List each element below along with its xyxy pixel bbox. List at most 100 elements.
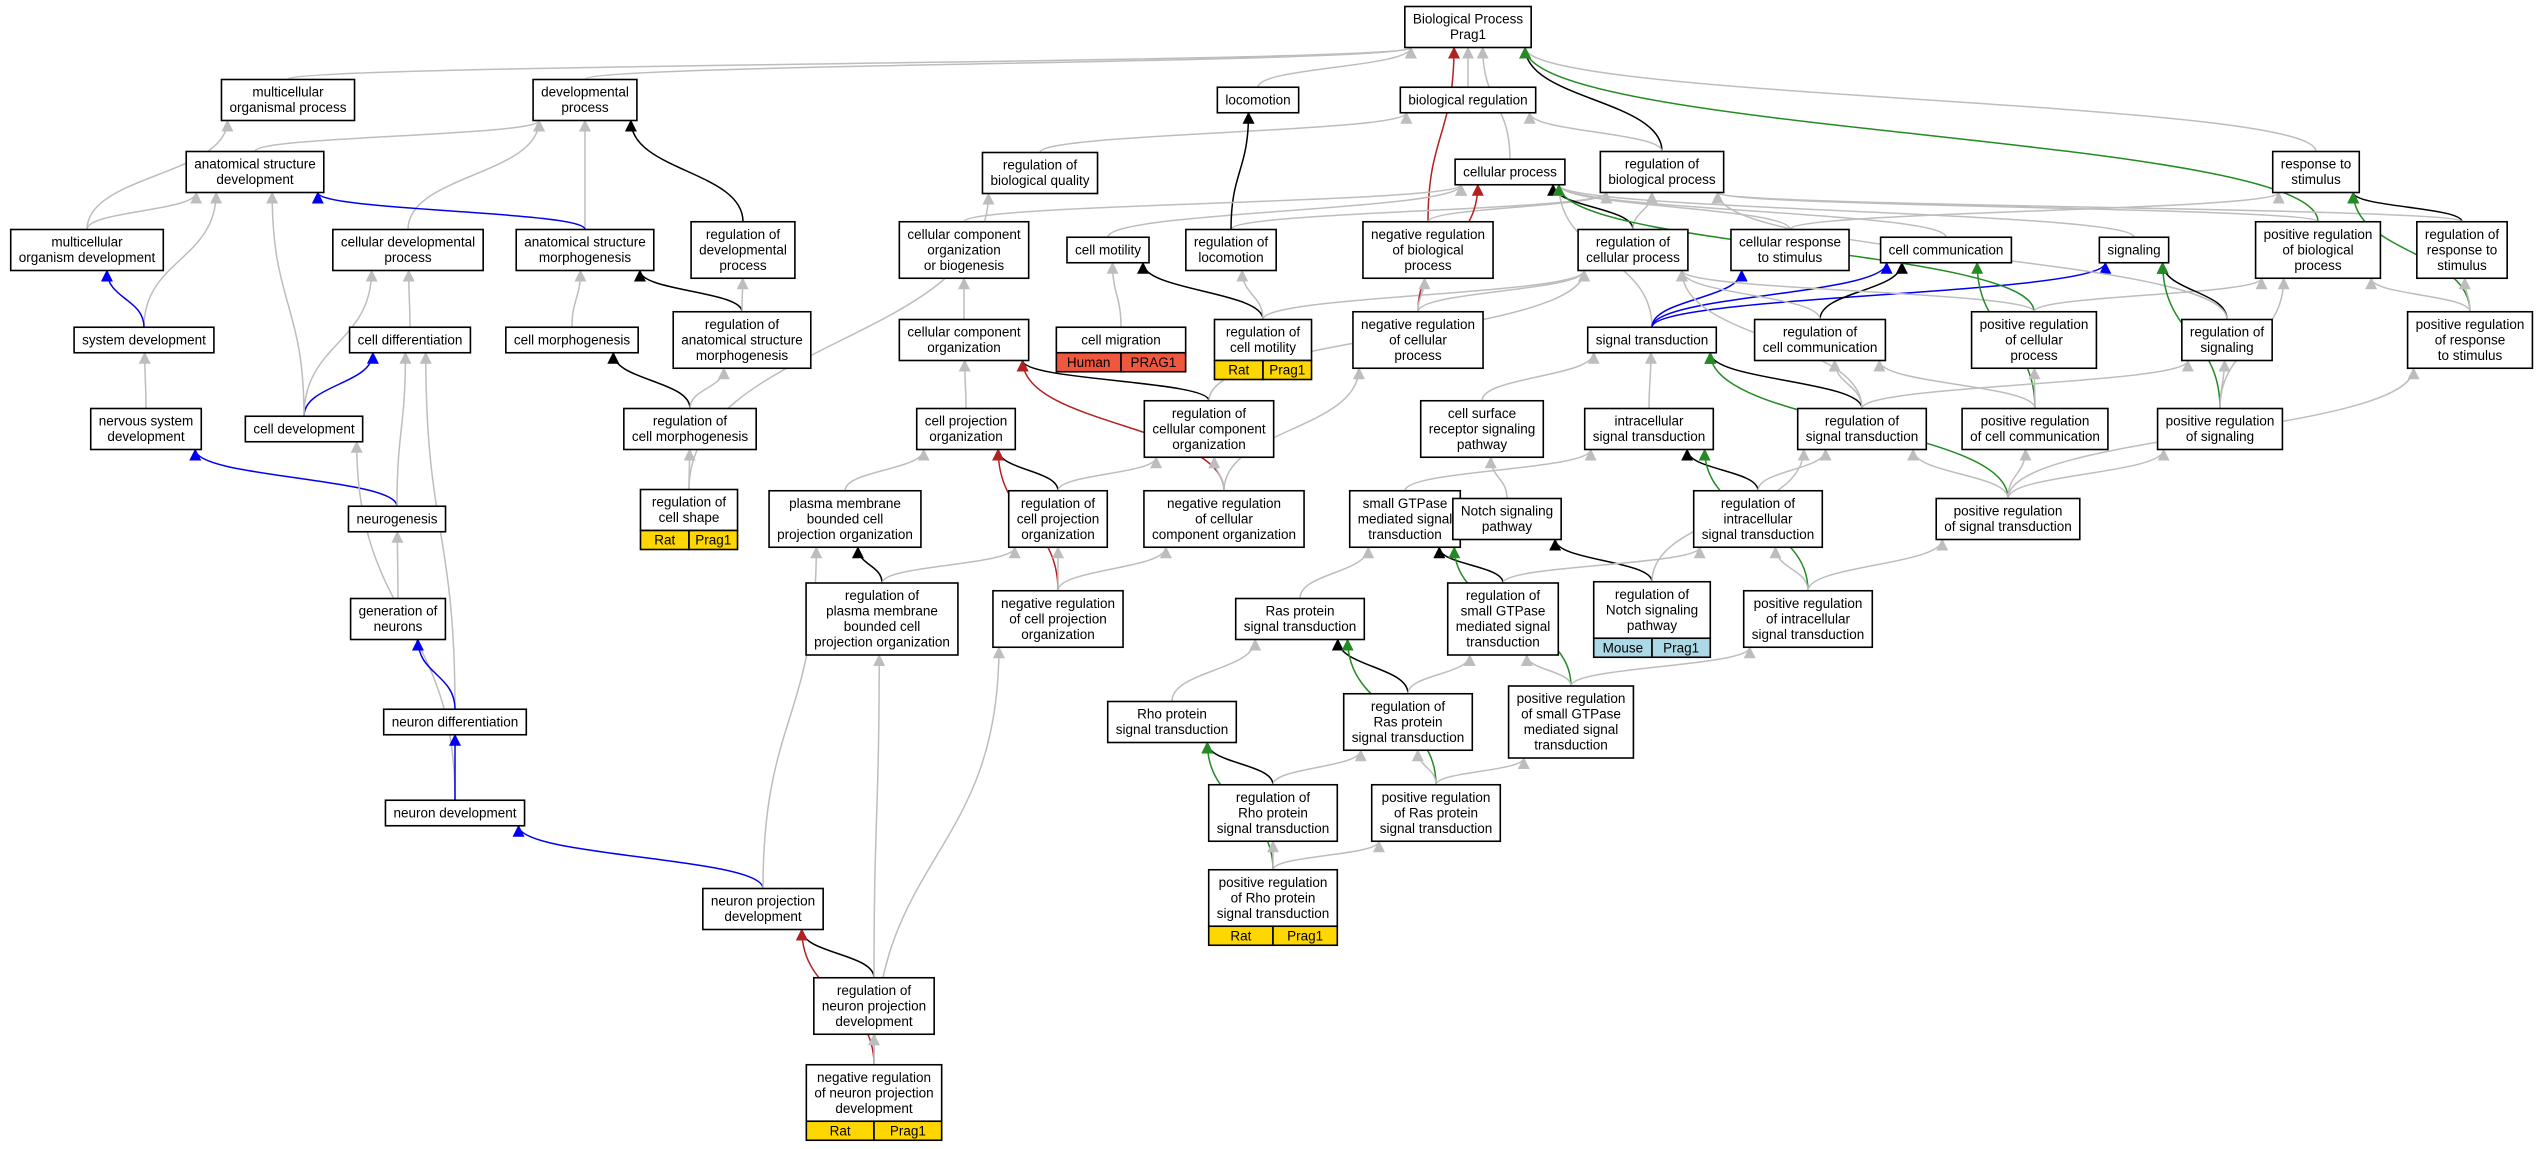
edge-is-a <box>1769 546 1809 591</box>
node-box <box>1970 310 2098 370</box>
species-tag-label: Rat <box>1230 928 1251 943</box>
node-box <box>1066 236 1150 264</box>
node-label-line: organization <box>1021 627 1095 642</box>
node-box <box>1342 692 1474 752</box>
edge-is-a <box>1057 546 1172 591</box>
node-box <box>348 326 472 354</box>
node-label-line: bounded cell <box>844 619 921 634</box>
edge-is-a <box>2033 277 2268 313</box>
node-label-line: cell morphogenesis <box>514 332 631 347</box>
edge-is-a <box>881 546 1021 584</box>
node-label-line: negative regulation <box>1361 317 1475 332</box>
edge-is-a <box>873 654 886 978</box>
node-label-line: small GTPase <box>1461 604 1546 619</box>
node-box <box>1879 236 2013 264</box>
node-label-line: locomotion <box>1198 250 1263 265</box>
node-label-line: regulation of <box>1825 414 1900 429</box>
edge-is-a <box>1427 191 1613 223</box>
node-label-line: signal transduction <box>1596 332 1709 347</box>
node-label-line: of cell projection <box>1009 611 1107 626</box>
node-label-line: Notch signaling <box>1606 602 1698 617</box>
node-label-line: process <box>384 250 432 265</box>
node-box <box>690 220 796 280</box>
node-box <box>1207 783 1339 843</box>
node-label-line: to stimulus <box>2438 348 2503 363</box>
node-label-line: positive regulation <box>2166 414 2275 429</box>
edge-is-a <box>303 269 378 417</box>
node-label-line: biological process <box>1608 172 1716 187</box>
node-label-line: development <box>835 1101 913 1116</box>
node-label-line: Biological Process <box>1413 12 1524 27</box>
node-label-line: organismal process <box>229 100 346 115</box>
edge-is-a <box>86 191 203 230</box>
node-label-line: development <box>107 429 185 444</box>
edge-positively-regulates <box>2347 191 2471 312</box>
node-label-line: Rho protein <box>1238 805 1308 820</box>
edge-is-a <box>958 359 971 409</box>
species-tag-label: Prag1 <box>1287 928 1323 943</box>
edge-regulates <box>2156 261 2228 320</box>
species-tag-mouse: Prag1 <box>1651 637 1712 659</box>
edge-is-a <box>1299 546 1375 599</box>
edge-is-a <box>1107 183 1467 238</box>
species-tag-label: Prag1 <box>890 1123 926 1138</box>
node-box <box>2181 318 2273 362</box>
species-tag-label: Rat <box>1228 363 1249 378</box>
node-label-line: transduction <box>1534 738 1608 753</box>
species-tag-label: Mouse <box>1603 640 1644 655</box>
node-label-line: signal transduction <box>1806 429 1919 444</box>
node-label-line: regulation of <box>1003 158 1078 173</box>
node-box <box>1352 310 1484 370</box>
edge-is-a <box>1484 456 1508 499</box>
edge-is-a <box>138 351 151 409</box>
node-label-line: of cellular <box>1389 332 1447 347</box>
edge-regulates <box>1681 448 1759 491</box>
node-label-line: negative regulation <box>817 1070 931 1085</box>
node-label-line: positive regulation <box>1954 504 2063 519</box>
edge-regulates <box>1016 359 1210 402</box>
edge-is-a <box>2007 448 2170 499</box>
node-ndev: neuron development <box>384 799 526 827</box>
node-box <box>1207 868 1339 928</box>
node-label-line: regulation of <box>1236 790 1311 805</box>
node-label-line: biological regulation <box>1408 92 1527 107</box>
node-label-line: signal transduction <box>1217 906 1330 921</box>
node-label-line: of small GTPase <box>1521 707 1621 722</box>
node-label-line: neuron development <box>393 805 516 820</box>
node-label-line: organization <box>1021 527 1095 542</box>
node-label-line: pathway <box>1457 437 1508 452</box>
node-label-line: Notch signaling <box>1461 504 1553 519</box>
edge-is-a <box>1907 448 2009 499</box>
node-box <box>2254 220 2382 280</box>
node-label-line: regulation of <box>1721 496 1796 511</box>
edge-is-a <box>1676 269 2035 313</box>
node-box <box>813 976 935 1036</box>
node-label-line: cellular component <box>907 325 1021 340</box>
node-label-line: nervous system <box>99 414 194 429</box>
node-label-line: development <box>724 909 802 924</box>
node-cmorph: cell morphogenesis <box>505 326 639 354</box>
edge-is-a <box>254 119 545 153</box>
species-tag-label: PRAG1 <box>1130 355 1176 370</box>
node-box <box>1216 86 1300 114</box>
node-label-line: process <box>1394 348 1442 363</box>
edge-is-a <box>86 119 234 230</box>
node-box <box>1935 497 2081 541</box>
node-label-line: signal transduction <box>1244 619 1357 634</box>
node-sysdev: system development <box>73 326 215 354</box>
node-box <box>2271 150 2361 194</box>
node-label-line: regulation of <box>1172 406 1247 421</box>
node-label-line: cell communication <box>1889 242 2004 257</box>
